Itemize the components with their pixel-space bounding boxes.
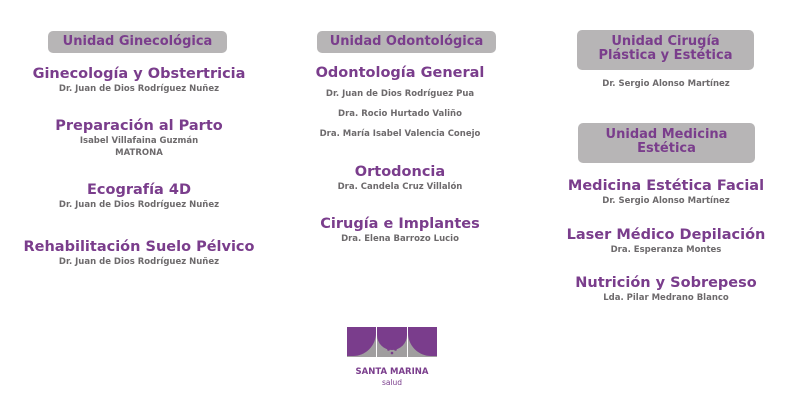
staff-name: Lda. Pilar Medrano Blanco (603, 293, 729, 303)
service-name: Laser Médico Depilación (566, 227, 766, 243)
service-name: Medicina Estética Facial (567, 178, 765, 194)
staff-name: Dra. Candela Cruz Villalón (337, 182, 463, 192)
staff-name: Dr. Juan de Dios Rodríguez Nuñez (58, 200, 220, 210)
service-medicina-estetica-facial: Medicina Estética Facial Dr. Sergio Alon… (532, 177, 800, 207)
staff-name: Dra. Esperanza Montes (610, 245, 722, 255)
service-preparacion-parto: Preparación al Parto Isabel Villafaina G… (0, 117, 278, 159)
unit-title-line2: Plástica y Estética (598, 48, 733, 63)
service-name: Odontología General (315, 65, 485, 81)
service-laser-depilacion: Laser Médico Depilación Dra. Esperanza M… (532, 226, 800, 256)
staff-name: Isabel Villafaina Guzmán (79, 136, 199, 146)
service-nutricion: Nutrición y Sobrepeso Lda. Pilar Medrano… (532, 274, 800, 304)
unit-header-cirugia-plastica: Unidad Cirugía Plástica y Estética (577, 30, 754, 70)
service-name: Ortodoncia (354, 164, 446, 180)
unit-title: Unidad Odontológica (329, 34, 484, 49)
service-odontologia-general: Odontología General Dr. Juan de Dios Rod… (274, 64, 526, 140)
service-name: Ginecología y Obstertricia (32, 66, 246, 82)
service-ginecologia: Ginecología y Obstertricia Dr. Juan de D… (0, 65, 278, 95)
santa-marina-logo-mark (347, 327, 437, 357)
service-name: Ecografía 4D (86, 182, 191, 198)
staff-name: Dra. María Isabel Valencia Conejo (319, 129, 481, 139)
staff-role: MATRONA (115, 148, 163, 158)
staff-name: Dr. Juan de Dios Rodríguez Nuñez (58, 84, 220, 94)
service-name: Rehabilitación Suelo Pélvico (23, 239, 255, 255)
unit-title-line1: Unidad Cirugía (611, 34, 720, 49)
unit-title-line2: Estética (637, 141, 696, 156)
staff-name: Dr. Juan de Dios Rodríguez Nuñez (58, 257, 220, 267)
service-ecografia: Ecografía 4D Dr. Juan de Dios Rodríguez … (0, 181, 278, 211)
staff-name: Dr. Sergio Alonso Martínez (602, 79, 730, 89)
unit-title-line1: Unidad Medicina (605, 127, 728, 142)
staff-name: Dra. Elena Barrozo Lucio (341, 234, 459, 244)
staff-name: Dr. Juan de Dios Rodríguez Pua (325, 89, 475, 99)
cirugia-plastica-staff: Dr. Sergio Alonso Martínez (532, 78, 800, 90)
service-name: Preparación al Parto (55, 118, 223, 134)
santa-marina-logo: SANTA MARINA salud (347, 327, 437, 387)
logo-name: SANTA MARINA (355, 367, 429, 377)
service-name: Nutrición y Sobrepeso (575, 275, 757, 291)
staff-name: Dr. Sergio Alonso Martínez (602, 196, 730, 206)
unit-title: Unidad Ginecológica (62, 34, 213, 49)
unit-header-odontologica: Unidad Odontológica (317, 31, 496, 53)
logo-tagline: salud (381, 378, 403, 387)
service-ortodoncia: Ortodoncia Dra. Candela Cruz Villalón (274, 163, 526, 193)
unit-header-ginecologica: Unidad Ginecológica (48, 31, 227, 53)
service-suelo-pelvico: Rehabilitación Suelo Pélvico Dr. Juan de… (0, 238, 278, 268)
service-cirugia-implantes: Cirugía e Implantes Dra. Elena Barrozo L… (274, 215, 526, 245)
staff-name: Dra. Rocio Hurtado Valiño (338, 109, 462, 119)
unit-header-medicina-estetica: Unidad Medicina Estética (578, 123, 755, 163)
service-name: Cirugía e Implantes (320, 216, 480, 232)
